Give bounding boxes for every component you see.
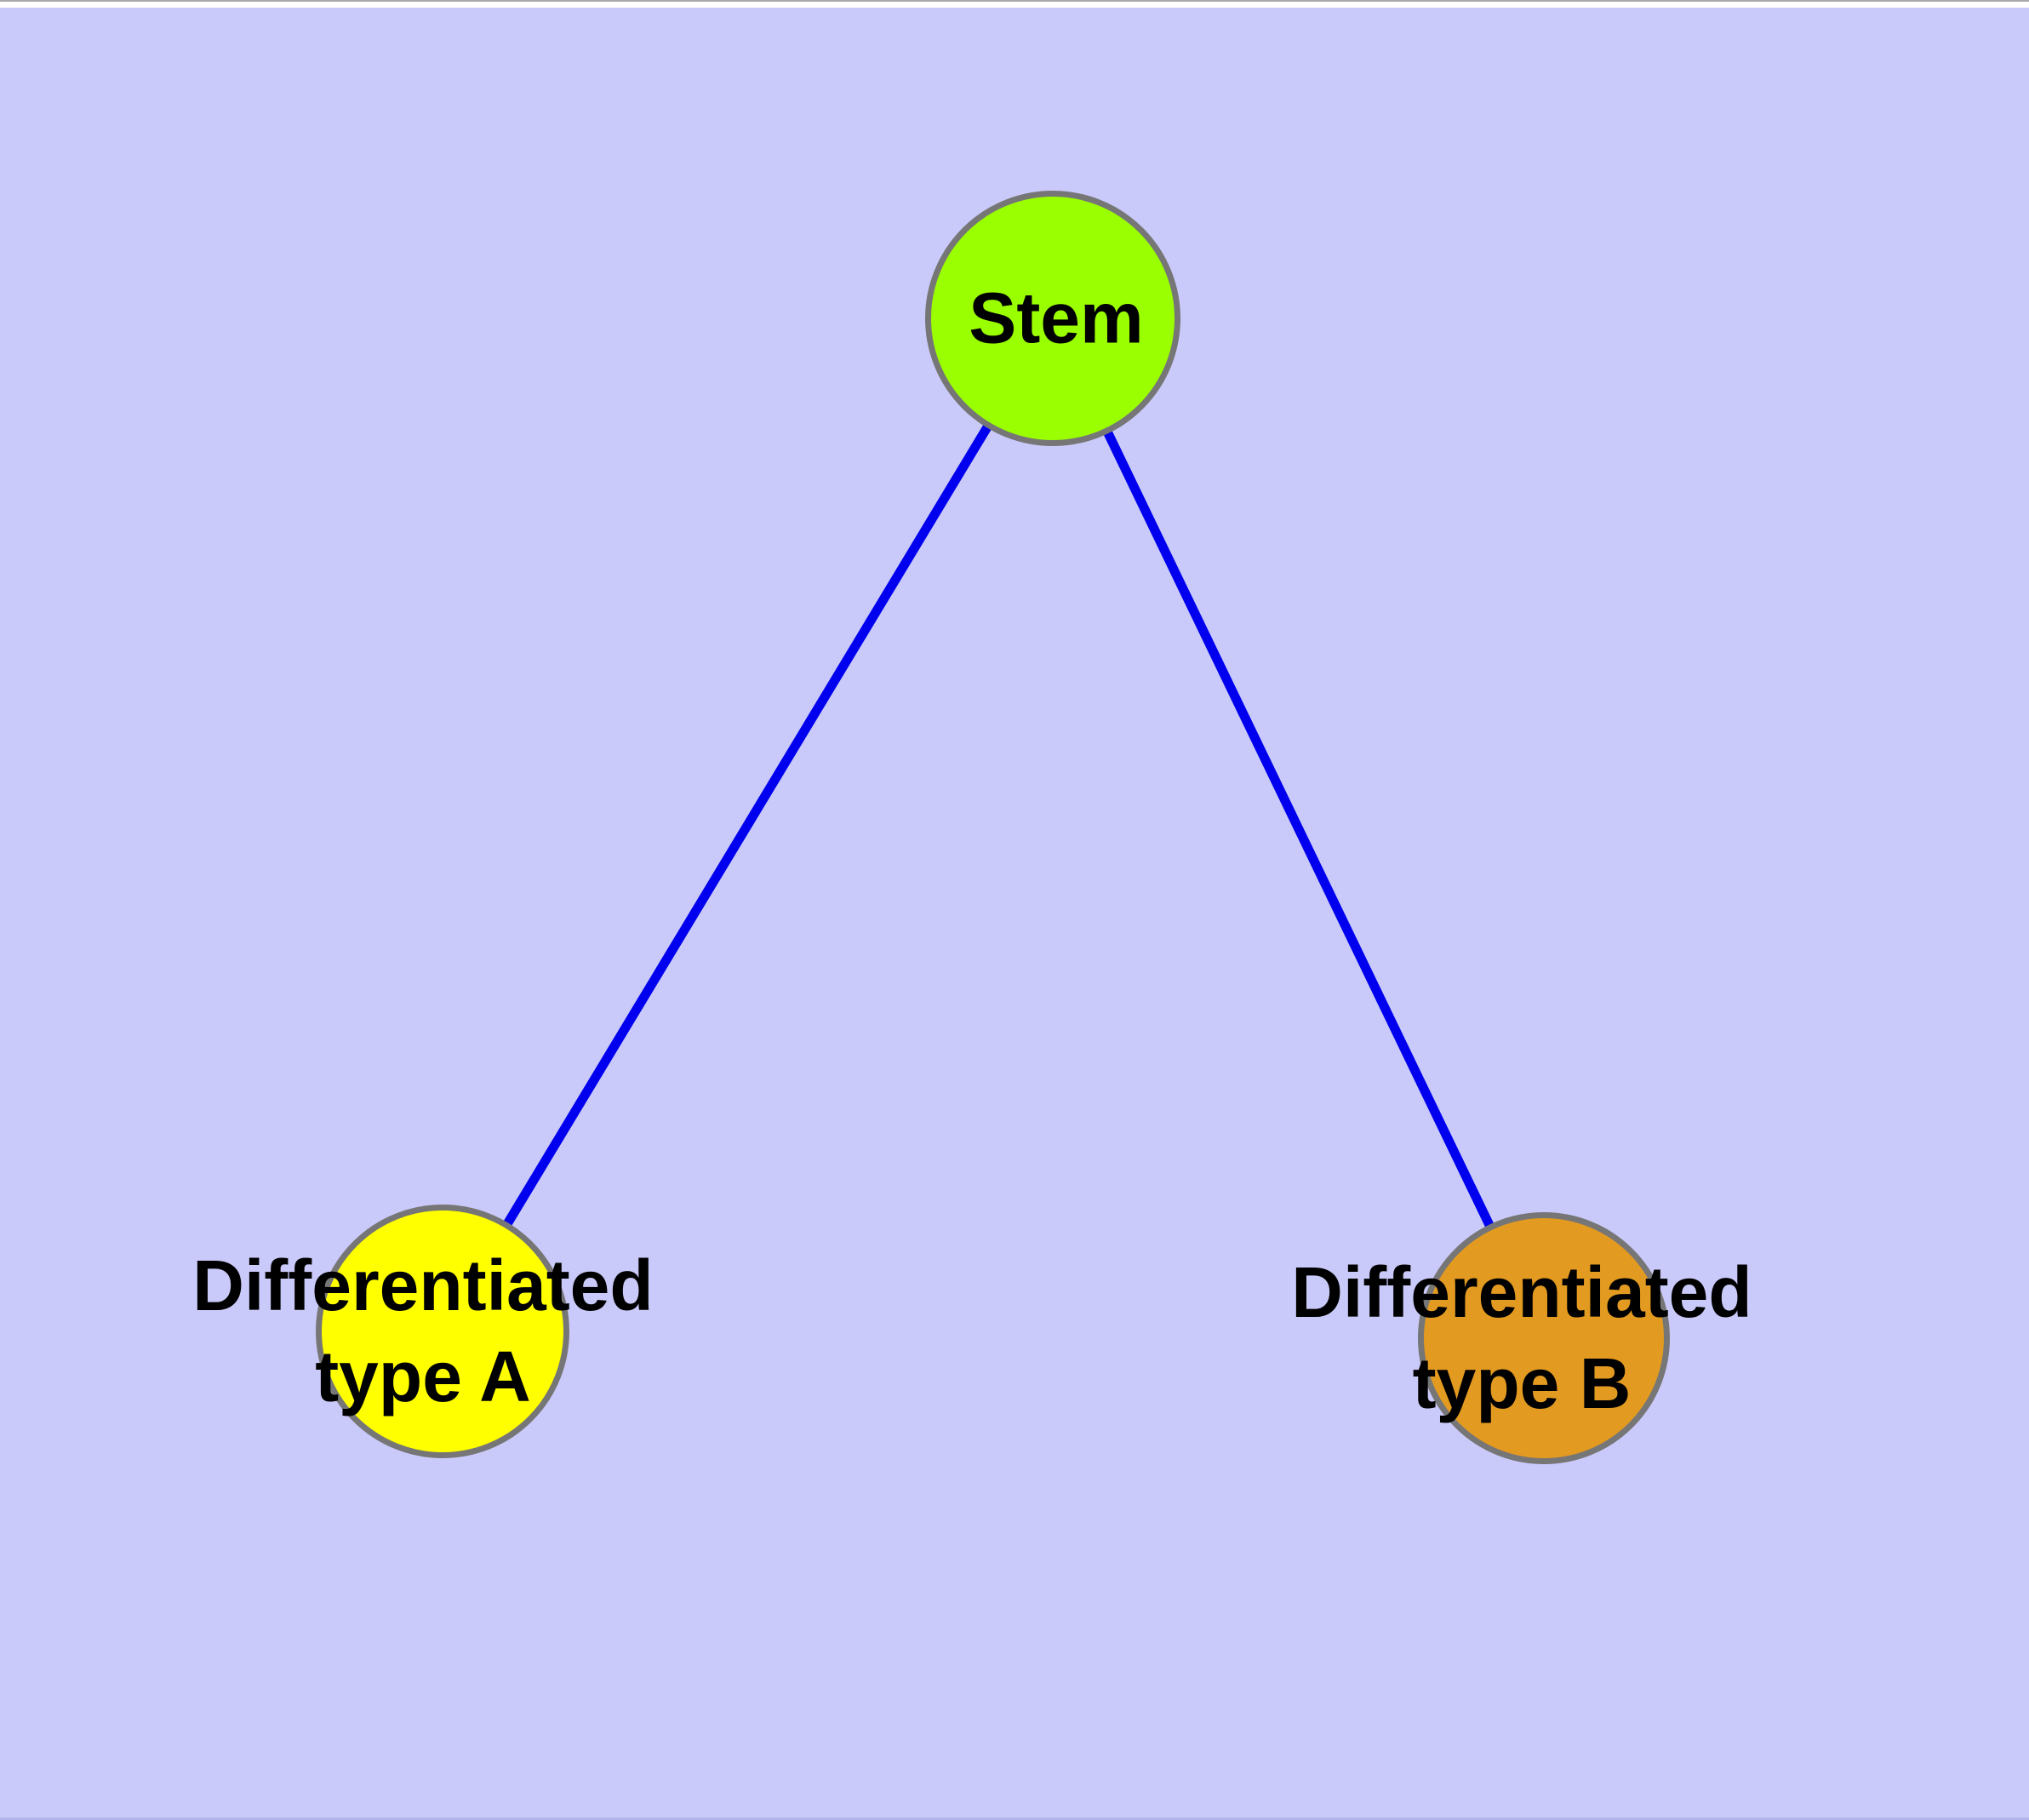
- node-label-differentiated-type-b: Differentiated type B: [1291, 1252, 1752, 1423]
- edge-stem-typeA: [438, 316, 1057, 1334]
- node-differentiated-type-a[interactable]: [316, 1205, 569, 1458]
- node-label-differentiated-type-a: Differentiated type A: [192, 1245, 654, 1417]
- node-label-stem: Stem: [969, 278, 1144, 358]
- node-stem-cell[interactable]: [925, 191, 1180, 446]
- node-differentiated-type-b[interactable]: [1418, 1212, 1670, 1464]
- edge-layer: [438, 316, 1548, 1341]
- graph-canvas: Stem Differentiated type A Differentiate…: [0, 8, 2029, 1817]
- edge-stem-typeB: [1049, 316, 1548, 1341]
- window-top-strip: [0, 0, 2029, 8]
- window-bottom-strip: [0, 1817, 2029, 1820]
